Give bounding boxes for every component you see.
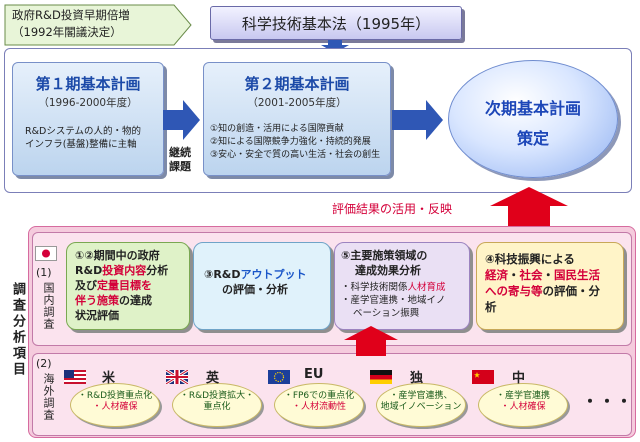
right-arrow-icon xyxy=(392,100,443,140)
usa-flag-icon xyxy=(64,370,86,384)
box3-line1: ③R&Dアウトプット xyxy=(204,268,307,281)
china-flag-icon xyxy=(472,370,494,384)
overseas-label-num: (2) xyxy=(36,357,52,370)
country-name: 米 xyxy=(102,371,116,386)
right-arrow-icon xyxy=(163,100,200,140)
box1-line1: ①②期間中の政府 xyxy=(75,249,160,262)
doubling-line1: 政府R&D投資早期倍増 xyxy=(12,8,130,22)
overseas-label-text: 海外調査 xyxy=(42,373,55,421)
box1-line2: R&D投資内容分析 xyxy=(75,264,169,277)
country-uk: 英 ・R&D投資拡大・ 重点化 xyxy=(164,367,264,427)
continuing-line2: 課題 xyxy=(169,160,191,173)
country-usa: 米 ・R&D投資重点化 ・人材確保 xyxy=(62,367,162,427)
continuing-line1: 継続 xyxy=(169,146,191,159)
box5-line3: ・科学技術関係人材育成 xyxy=(341,282,446,293)
survey-box-contribution: ④科技振興による 経済・社会・国民生活 への寄与等の評価・分 析 xyxy=(476,242,624,330)
first-plan-title: 第１期基本計画 xyxy=(35,75,141,93)
country-name: 独 xyxy=(410,371,424,386)
basic-law-box: 科学技術基本法（1995年） xyxy=(210,6,462,40)
second-plan-title: 第２期基本計画 xyxy=(244,75,350,93)
doubling-line2: （1992年閣議決定） xyxy=(12,25,122,39)
country-name: 中 xyxy=(512,371,526,386)
feedback-label: 評価結果の活用・反映 xyxy=(332,202,453,216)
country-name: EU xyxy=(304,367,324,382)
country-name: 英 xyxy=(206,371,220,386)
first-plan-box: 第１期基本計画 （1996-2000年度） R&Dシステムの人的・物的 インフラ… xyxy=(12,62,164,176)
box5-line2: 達成効果分析 xyxy=(355,264,421,277)
second-plan-years: （2001-2005年度） xyxy=(247,97,347,109)
first-plan-body-line1: R&Dシステムの人的・物的 xyxy=(25,126,142,137)
box5-line4: ・産学官連携・地域イノ xyxy=(341,295,446,306)
survey-box-output: ③R&Dアウトプット の評価・分析 xyxy=(193,242,331,330)
second-plan-box: 第２期基本計画 （2001-2005年度） ①知の創造・活用による国際貢献 ②知… xyxy=(203,62,391,176)
second-plan-item3: ③安心・安全で質の高い生活・社会の創生 xyxy=(210,150,381,160)
japan-flag-icon xyxy=(35,246,57,261)
survey-vertical-title: 調査分析項目 xyxy=(10,282,25,378)
country-eu: EU ・FP6での重点化 ・人材流動性 xyxy=(266,367,366,427)
doubling-investment-tag: 政府R&D投資早期倍増 （1992年閣議決定） xyxy=(4,4,192,46)
country-germany: 独 ・産学官連携、 地域イノベーション xyxy=(368,367,468,427)
survey-box-effects: ⑤主要施策領域の 達成効果分析 ・科学技術関係人材育成 ・産学官連携・地域イノ … xyxy=(334,242,470,330)
pentagon-shape xyxy=(4,4,192,46)
first-plan-years: （1996-2000年度） xyxy=(38,97,138,109)
next-plan-line1: 次期基本計画 xyxy=(484,99,581,118)
second-plan-item2: ②知による国際競争力強化・持続的発展 xyxy=(210,137,371,147)
next-plan-line2: 策定 xyxy=(516,129,549,148)
box5-line5: ベーション振興 xyxy=(353,308,420,319)
box3-line2: の評価・分析 xyxy=(222,283,288,296)
more-countries-ellipsis: ・・・ xyxy=(582,392,634,411)
uk-flag-icon xyxy=(166,370,188,384)
down-arrow-icon xyxy=(321,40,349,53)
box4-line2: 経済・社会・国民生活 xyxy=(485,268,600,282)
survey-box-investment: ①②期間中の政府 R&D投資内容分析 及び定量目標を 伴う施策の達成 状況評価 xyxy=(66,242,190,330)
germany-flag-icon xyxy=(370,370,392,384)
next-plan-ellipse: 次期基本計画 策定 xyxy=(448,60,618,178)
domestic-label-text: 国内調査 xyxy=(42,282,55,330)
basic-law-label: 科学技術基本法（1995年） xyxy=(241,14,431,33)
feedback-up-arrow-icon xyxy=(490,187,568,230)
box4-line3: への寄与等の評価・分 xyxy=(485,284,600,298)
eu-flag-icon xyxy=(268,370,290,384)
box4-line1: ④科技振興による xyxy=(485,252,575,266)
box4-line4: 析 xyxy=(485,300,497,314)
up-arrow-icon xyxy=(344,326,398,356)
box1-line5: 状況評価 xyxy=(75,309,119,322)
box1-line3: 及び定量目標を xyxy=(75,279,152,292)
box5-line1: ⑤主要施策領域の xyxy=(341,249,428,262)
country-china: 中 ・産学官連携 ・人材確保 xyxy=(470,367,570,427)
domestic-label-num: (1) xyxy=(36,266,52,279)
box1-line4: 伴う施策の達成 xyxy=(75,294,152,307)
first-plan-body-line2: インフラ(基盤)整備に主軸 xyxy=(25,139,137,150)
second-plan-item1: ①知の創造・活用による国際貢献 xyxy=(210,124,344,134)
